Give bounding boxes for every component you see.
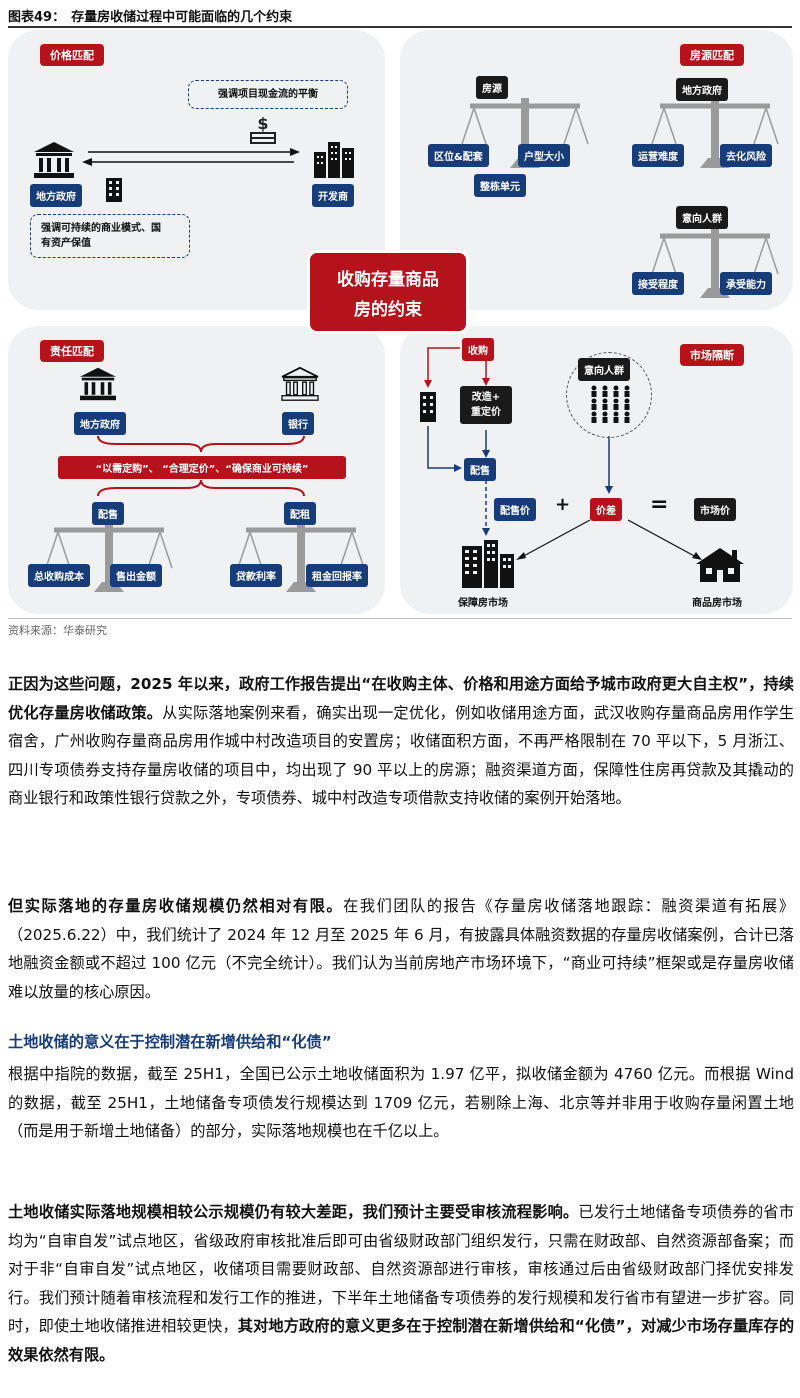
renovate-line-2: 重定价: [471, 407, 501, 418]
note-sustainable-line-1: 强调可持续的商业模式、国: [41, 223, 161, 234]
brace-top-icon: [97, 435, 305, 453]
building-icon: [106, 178, 122, 202]
paragraph-4: 土地收储实际落地规模相较公示规模仍有较大差距，我们预计主要受审核流程影响。已发行…: [8, 1198, 794, 1369]
center-line-1: 收购存量商品: [337, 270, 439, 290]
building-icon: [420, 392, 436, 422]
bank-icon: [281, 366, 319, 401]
p1-bold: 2025 年以来，政府工作报告提出“在收购主体、价格和用途方面给予城市政府更大自…: [8, 675, 794, 722]
paragraph-1: 正因为这些问题，2025 年以来，政府工作报告提出“在收购主体、价格和用途方面给…: [8, 670, 794, 813]
center-constraint-box: 收购存量商品 房的约束: [307, 250, 469, 334]
p1-rest: 从实际落地案例来看，确实出现一定优化，例如收储用途方面，武汉收购存量商品房用作学…: [8, 703, 795, 808]
label-allot-price: 配售价: [494, 498, 536, 521]
money-icon: $: [250, 114, 276, 144]
label-sales-amount: 售出金额: [110, 564, 162, 587]
label-allot-rent: 配租: [284, 502, 316, 525]
label-local-government: 地方政府: [30, 184, 82, 207]
label-allot-sale: 配售: [92, 502, 124, 525]
renovate-line-1: 改造+: [471, 392, 501, 403]
p4-bold-2: 其对地方政府的意义更多在于控制潜在新增供给和“化债”，对减少市场存量库存的效果依…: [8, 1317, 795, 1364]
label-commercial-market: 商品房市场: [692, 598, 742, 609]
label-total-acquisition-cost: 总收购成本: [28, 564, 90, 587]
source-rule: [8, 618, 792, 619]
label-local-government-2: 地方政府: [676, 78, 728, 101]
tag-price-match: 价格匹配: [40, 44, 104, 66]
label-developer: 开发商: [312, 184, 354, 207]
market-flow-lines: [424, 347, 702, 560]
label-principles: “以需定购”、 “合理定价”、“确保商业可持续”: [58, 456, 346, 479]
figure-title-text: 存量房收储过程中可能面临的几个约束: [71, 10, 293, 25]
figure-title-rule: [8, 26, 792, 28]
tag-market-separation: 市场隔断: [680, 344, 744, 366]
label-loan-rate: 贷款利率: [230, 564, 282, 587]
label-target-crowd-2: 意向人群: [578, 358, 630, 381]
label-rent-return: 租金回报率: [306, 564, 368, 587]
center-line-2: 房的约束: [354, 300, 422, 320]
p4-rest: 已发行土地储备专项债券的省市均为“自审自发”试点地区，省级政府审核批准后即可由省…: [8, 1203, 795, 1335]
plus-sign: +: [555, 494, 571, 515]
p2-bold: 但实际落地的存量房收储规模仍然相对有限。: [8, 897, 344, 915]
p4-bold-1: 土地收储实际落地规模相较公示规模仍有较大差距，我们预计主要受审核流程影响。: [8, 1203, 579, 1221]
p2-rest: 在我们团队的报告《存量房收储落地跟踪：融资渠道有拓展》（2025.6.22）中，…: [8, 897, 795, 1001]
label-acceptance-level: 接受程度: [632, 272, 684, 295]
section-heading: 土地收储的意义在于控制潜在新增供给和“化债”: [8, 1033, 332, 1051]
label-destocking-risk: 去化风险: [720, 144, 772, 167]
crowd-circle: [566, 352, 652, 438]
tag-housing-match: 房源匹配: [680, 44, 744, 66]
label-acquire: 收购: [462, 338, 494, 361]
figure-number: 图表49：: [8, 10, 66, 25]
label-affordability: 承受能力: [720, 272, 772, 295]
label-bank: 银行: [282, 412, 314, 435]
paragraph-3: 根据中指院的数据，截至 25H1，全国已公示土地收储面积为 1.97 亿平，拟收…: [8, 1065, 794, 1140]
government-building-icon: [80, 367, 116, 401]
label-renovate-reprice: 改造+ 重定价: [460, 386, 512, 424]
bidirectional-arrow-icon: [82, 148, 300, 166]
label-market-price: 市场价: [694, 498, 736, 521]
note-sustainable-line-2: 有资产保值: [41, 238, 91, 249]
paragraph-2: 但实际落地的存量房收储规模仍然相对有限。在我们团队的报告《存量房收储落地跟踪：融…: [8, 892, 794, 1006]
label-whole-building: 整栋单元: [474, 174, 526, 197]
balance-scale-icon: [237, 522, 365, 592]
figure-title: 图表49： 存量房收储过程中可能面临的几个约束: [8, 6, 292, 25]
affordable-housing-icon: [462, 540, 514, 588]
label-allot-sale-2: 配售: [464, 458, 496, 481]
people-group-icon: [591, 385, 630, 423]
label-location-amenities: 区位&配套: [428, 144, 489, 167]
figure-source: 资料来源：华泰研究: [8, 624, 107, 637]
government-building-icon: [34, 142, 74, 178]
city-buildings-icon: [314, 142, 354, 178]
svg-text:$: $: [257, 114, 268, 133]
tag-responsibility-match: 责任匹配: [40, 340, 104, 362]
label-affordable-market: 保障房市场: [458, 598, 508, 609]
label-operation-difficulty: 运营难度: [632, 144, 684, 167]
label-unit-size: 户型大小: [518, 144, 570, 167]
note-cashflow-balance: 强调项目现金流的平衡: [188, 80, 348, 109]
note-sustainable-model: 强调可持续的商业模式、国 有资产保值: [30, 214, 190, 258]
brace-bottom-icon: [97, 479, 305, 497]
house-icon: [696, 548, 744, 582]
label-target-crowd: 意向人群: [676, 206, 728, 229]
label-housing-source: 房源: [476, 76, 508, 99]
p1-lead: 正因为这些问题，: [8, 675, 131, 693]
equals-sign: =: [650, 492, 669, 517]
label-local-government-3: 地方政府: [74, 412, 126, 435]
label-price-spread: 价差: [590, 498, 622, 521]
